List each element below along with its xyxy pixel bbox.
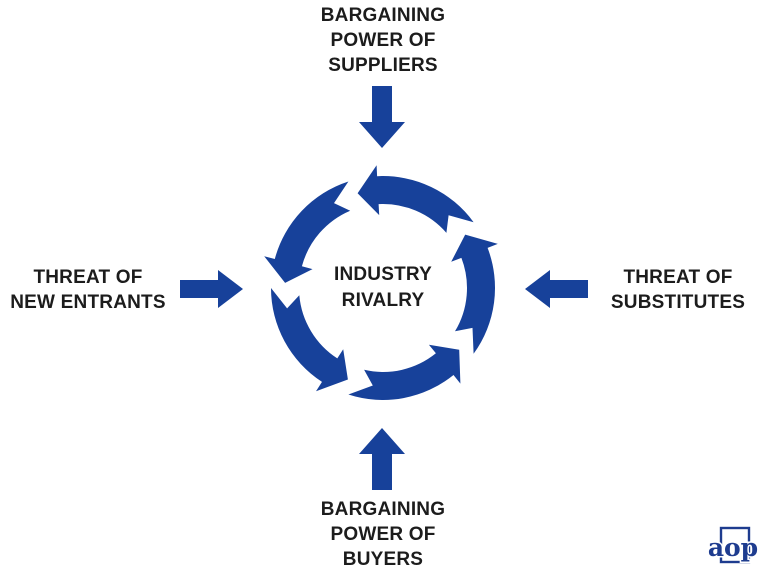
label-industry-rivalry: INDUSTRY RIVALRY [303,262,463,314]
cycle-arrow-segment [348,344,461,400]
logo-frame [719,526,751,564]
cycle-arrow-segment [451,234,498,354]
logo-text: aop [708,533,758,562]
aop-logo: aop [706,526,760,564]
label-bargaining-power-of-suppliers: BARGAINING POWER OF SUPPLIERS [283,3,483,78]
cycle-arrows-icon [264,165,498,400]
label-line: BARGAINING [320,5,446,26]
cycle-arrow-segment [271,288,348,392]
cycle-arrow-segment [264,181,351,283]
label-line: INDUSTRY [333,264,432,285]
label-line: SUPPLIERS [328,55,438,76]
label-line: POWER OF [330,524,436,545]
label-line: THREAT OF [33,267,143,288]
cycle-arrow-segment [357,165,474,233]
label-line: BUYERS [342,549,424,570]
right-arrow-icon [180,270,243,308]
label-line: SUBSTITUTES [610,292,746,313]
label-bargaining-power-of-buyers: BARGAINING POWER OF BUYERS [283,497,483,572]
down-arrow-icon [359,86,405,148]
label-threat-of-new-entrants: THREAT OF NEW ENTRANTS [7,265,169,315]
label-line: NEW ENTRANTS [10,292,166,313]
label-line: POWER OF [330,30,436,51]
up-arrow-icon [359,428,405,490]
label-threat-of-substitutes: THREAT OF SUBSTITUTES [597,265,759,315]
left-arrow-icon [525,270,588,308]
label-line: RIVALRY [341,290,425,311]
label-line: THREAT OF [623,267,733,288]
label-line: BARGAINING [320,499,446,520]
